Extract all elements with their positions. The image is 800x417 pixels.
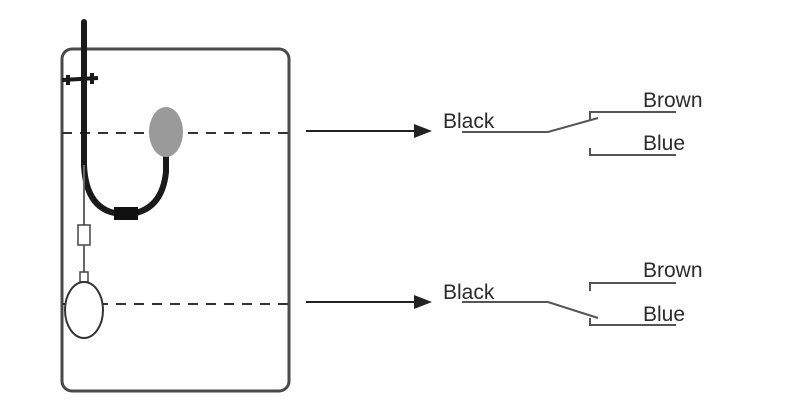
lower-float-assembly	[64, 165, 104, 339]
tank	[60, 47, 291, 393]
float-stopper	[79, 271, 89, 283]
upper-blue-label: Blue	[643, 132, 685, 155]
lower-brown-label: Brown	[643, 259, 703, 282]
cable-float-assembly	[61, 19, 183, 220]
upper-float	[149, 107, 183, 157]
upper-brown-label: Brown	[643, 89, 703, 112]
lower-arrow	[306, 295, 432, 309]
lower-switch: Black Brown Blue	[443, 259, 703, 326]
upper-common-wire	[462, 117, 599, 133]
lower-brown-wire	[589, 282, 676, 291]
lower-blue-wire	[589, 318, 676, 326]
lower-common-wire	[462, 301, 599, 319]
counterweight	[114, 207, 138, 220]
upper-switch: Black Brown Blue	[443, 89, 703, 156]
lower-float	[64, 281, 104, 339]
rod-clamp	[77, 224, 91, 246]
upper-brown-wire	[589, 111, 676, 121]
lower-blue-label: Blue	[643, 303, 685, 326]
upper-common-label: Black	[443, 110, 495, 133]
lower-common-label: Black	[443, 281, 495, 304]
tank-outline	[60, 47, 291, 393]
upper-blue-wire	[589, 148, 676, 156]
mounting-bracket	[61, 73, 99, 85]
upper-arrow	[306, 124, 432, 138]
